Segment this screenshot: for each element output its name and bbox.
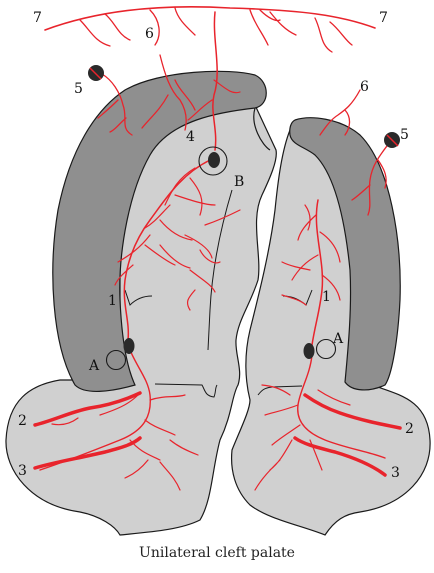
- vessel-arc-7: [45, 7, 375, 30]
- label-3-left: 3: [18, 463, 27, 479]
- label-3-right: 3: [391, 465, 400, 481]
- greater-palatine-foramen-left: [124, 338, 135, 354]
- label-2-left: 2: [18, 413, 27, 429]
- greater-palatine-foramen-right: [304, 343, 315, 359]
- label-a-left: A: [88, 358, 100, 374]
- incisive-foramen-4: [208, 152, 220, 168]
- label-7-right: 7: [379, 10, 388, 26]
- label-1-right: 1: [322, 289, 331, 305]
- label-5-left: 5: [74, 81, 83, 97]
- label-b: B: [234, 174, 244, 190]
- label-1-left: 1: [108, 293, 117, 309]
- label-a-right: A: [332, 331, 344, 347]
- label-2-right: 2: [405, 421, 414, 437]
- label-4: 4: [186, 129, 195, 145]
- label-5-right: 5: [400, 127, 409, 143]
- label-6-right: 6: [360, 79, 369, 95]
- label-7-left: 7: [33, 10, 42, 26]
- figure-caption: Unilateral cleft palate: [0, 545, 434, 561]
- label-6-left: 6: [145, 26, 154, 42]
